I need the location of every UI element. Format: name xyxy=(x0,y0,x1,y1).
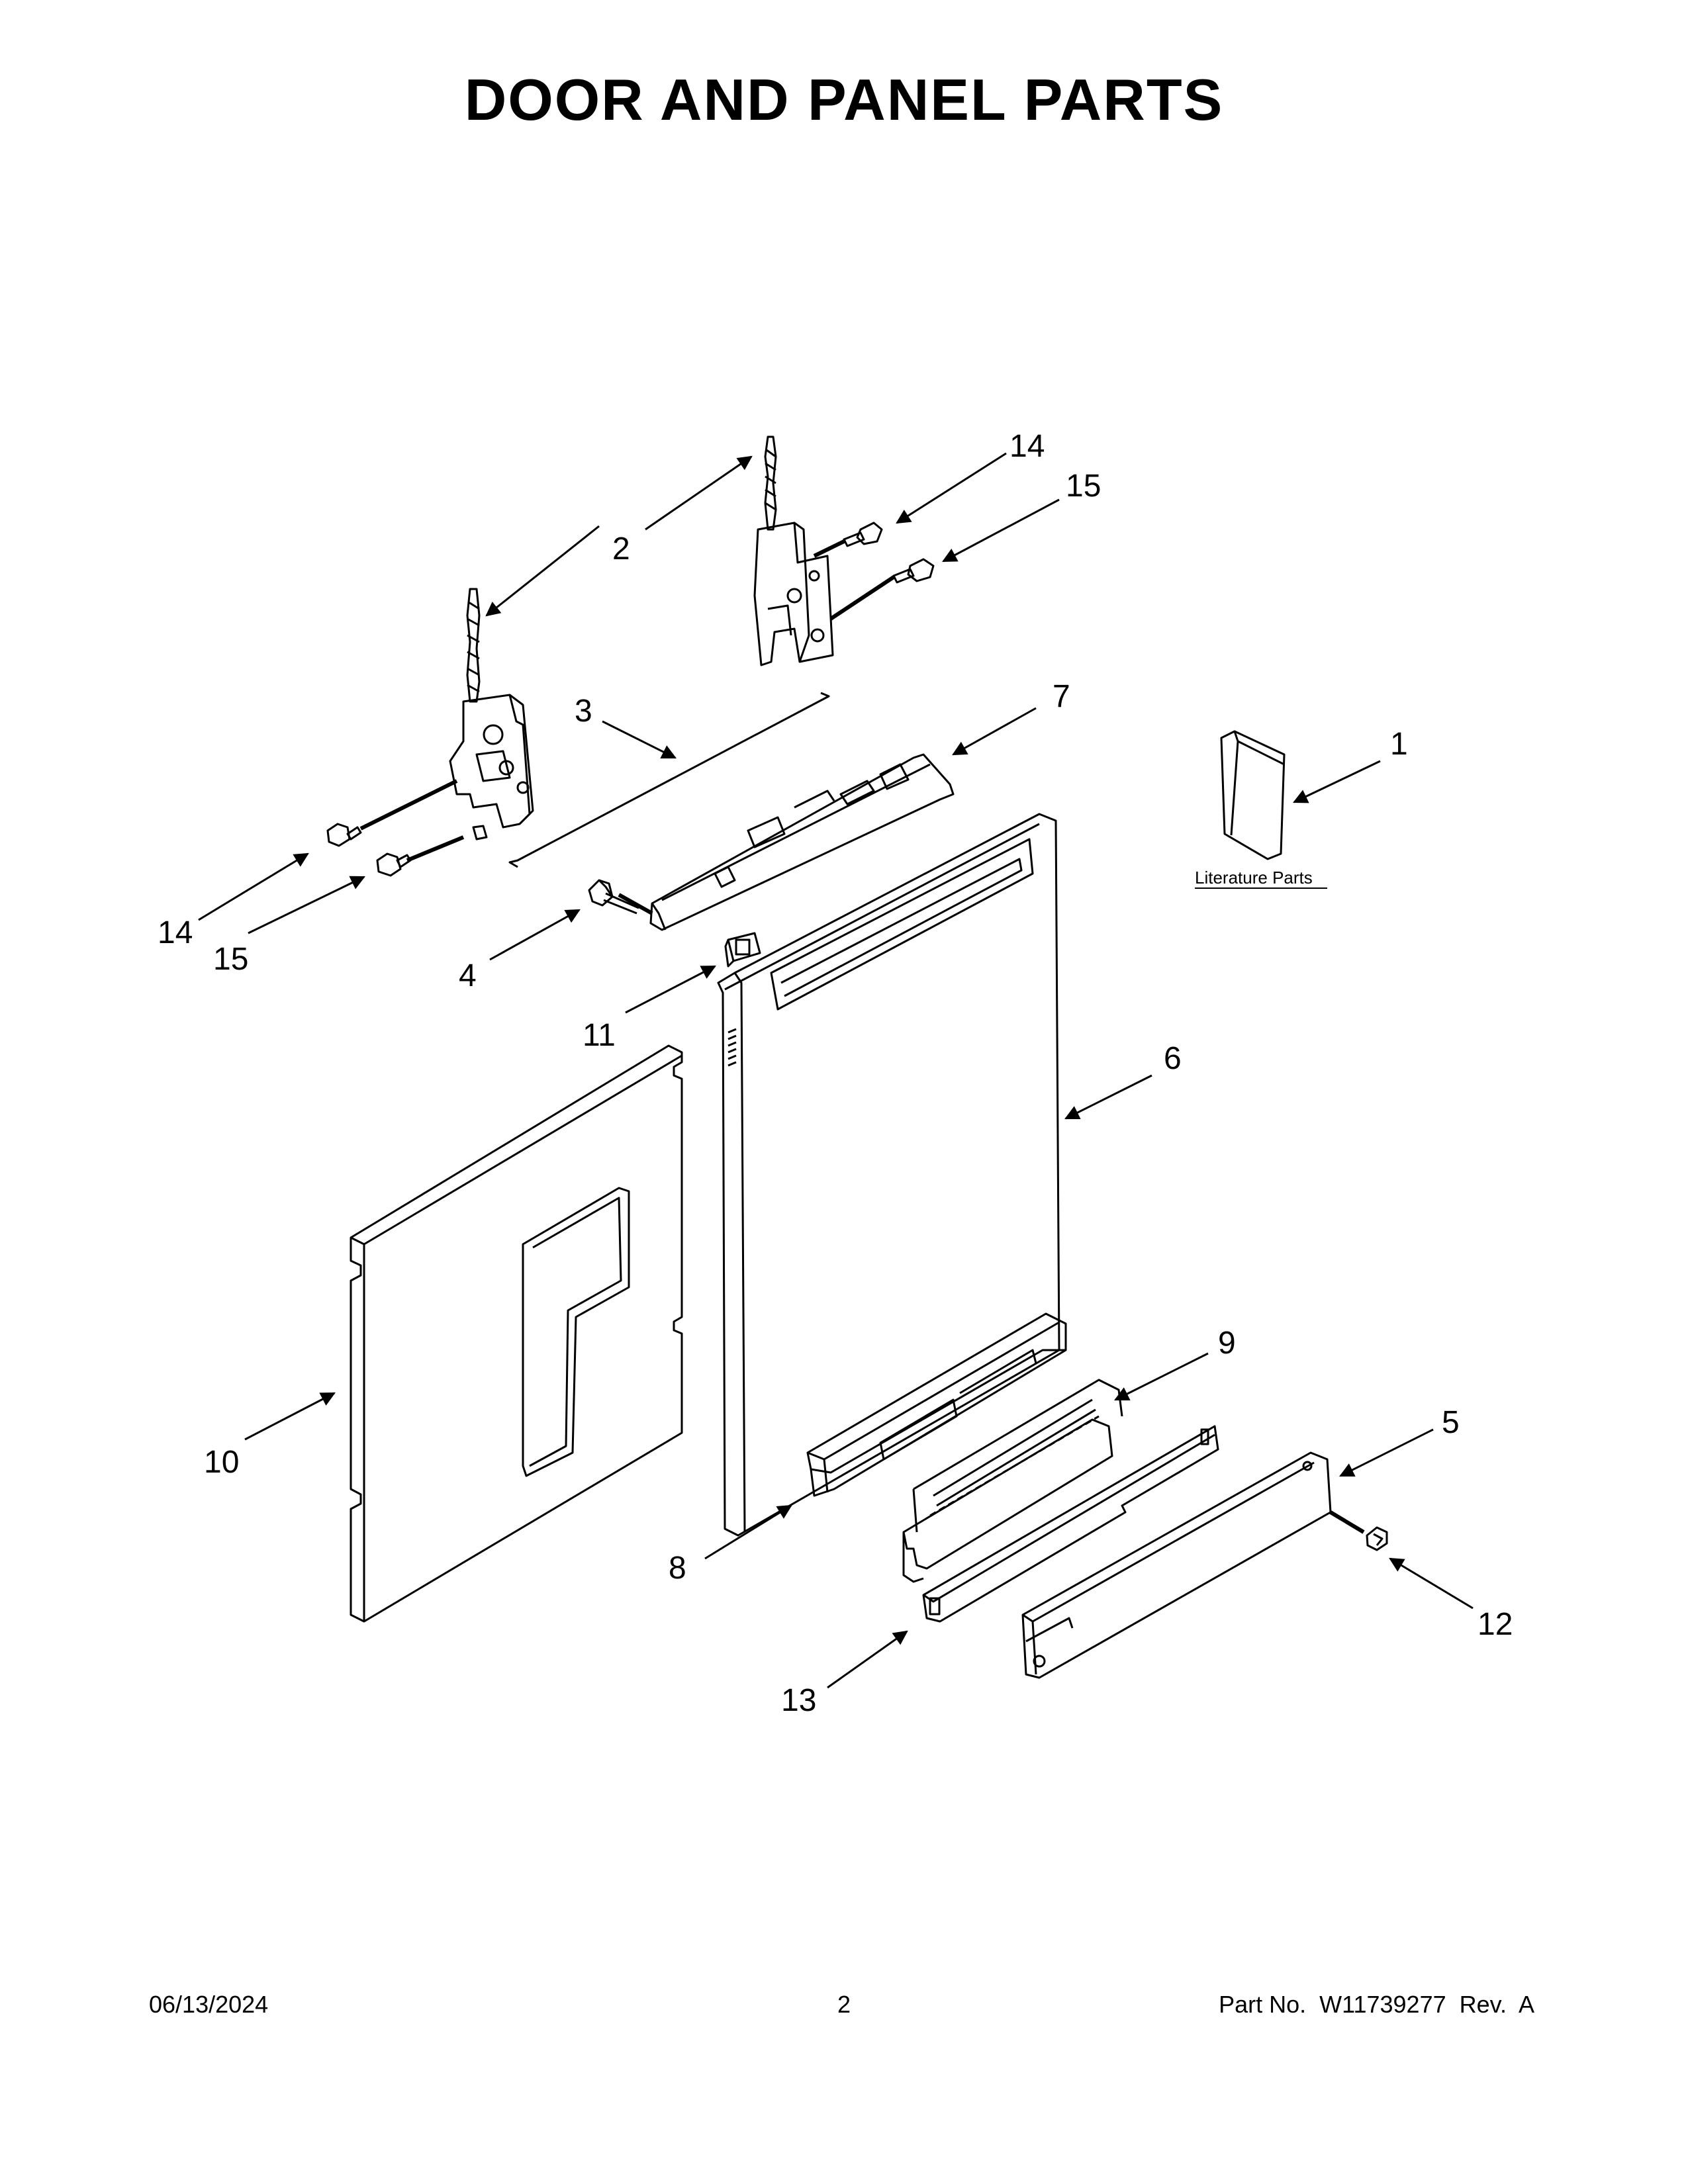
shaft-line-4 xyxy=(618,893,653,915)
callout-10: 10 xyxy=(204,1445,239,1480)
screw-14-left-part xyxy=(326,823,362,847)
bracket-13-part xyxy=(922,1425,1219,1623)
callout-3: 3 xyxy=(575,694,592,729)
callout-7: 7 xyxy=(1053,679,1070,714)
outer-door-panel-part xyxy=(717,813,1060,1537)
footer-page-number: 2 xyxy=(837,1991,851,2018)
callout-9: 9 xyxy=(1218,1326,1236,1361)
callout-4: 4 xyxy=(459,958,477,993)
leader-4 xyxy=(489,909,581,961)
leader-5 xyxy=(1339,1428,1434,1477)
callout-2: 2 xyxy=(612,531,630,567)
footer-date: 06/13/2024 xyxy=(149,1991,269,2018)
shaft-line-15-right xyxy=(829,575,895,621)
callout-15-right: 15 xyxy=(1066,469,1101,504)
leader-2-right xyxy=(645,455,753,531)
leader-11 xyxy=(625,965,716,1014)
callout-14-left: 14 xyxy=(158,915,193,950)
page-title: DOOR AND PANEL PARTS xyxy=(464,67,1224,132)
screw-4-part xyxy=(588,879,639,915)
leader-14-left xyxy=(198,852,309,921)
leader-10 xyxy=(244,1392,336,1441)
leader-2-left xyxy=(485,525,600,617)
leader-15-right xyxy=(942,498,1060,563)
insulation-9-part xyxy=(902,1379,1123,1583)
latch-channel-part xyxy=(649,753,955,931)
hinge-left-part xyxy=(449,588,534,841)
callout-1: 1 xyxy=(1390,727,1408,762)
screw-15-right-part xyxy=(892,558,935,584)
shaft-line-12 xyxy=(1329,1510,1365,1534)
wire-rod-part xyxy=(508,692,830,868)
leader-13 xyxy=(827,1630,908,1689)
callout-6: 6 xyxy=(1164,1041,1182,1076)
leader-14-right xyxy=(896,452,1007,524)
callout-14-right: 14 xyxy=(1009,429,1045,464)
callout-11: 11 xyxy=(583,1018,616,1053)
shaft-line-15-left xyxy=(406,835,465,862)
callout-15-left: 15 xyxy=(213,942,248,977)
hinge-right-part xyxy=(753,435,834,666)
screw-12-part xyxy=(1366,1526,1388,1551)
callout-13: 13 xyxy=(781,1683,816,1718)
switch-part xyxy=(724,932,761,968)
leader-12 xyxy=(1389,1557,1474,1610)
screw-15-left-part xyxy=(376,852,412,877)
callout-12: 12 xyxy=(1477,1607,1513,1642)
footer-part-number: Part No. W11739277 Rev. A xyxy=(1219,1991,1534,2018)
leader-8 xyxy=(704,1504,792,1560)
leader-1 xyxy=(1293,760,1381,803)
toe-panel-part xyxy=(1021,1451,1332,1679)
leader-7 xyxy=(952,707,1037,756)
leader-6 xyxy=(1064,1074,1152,1120)
inner-door-panel-part xyxy=(350,1044,683,1623)
leader-9 xyxy=(1114,1352,1209,1401)
screw-14-right-part xyxy=(843,522,883,547)
callout-8: 8 xyxy=(669,1551,686,1586)
leader-15-left xyxy=(248,876,365,934)
callout-5: 5 xyxy=(1442,1405,1460,1440)
literature-box xyxy=(1220,730,1286,860)
shaft-line-14-left xyxy=(359,779,458,831)
insulation-8-part xyxy=(806,1312,1067,1497)
literature-parts-label: Literature Parts xyxy=(1195,868,1313,887)
shaft-line-14-right xyxy=(813,539,845,558)
leader-3 xyxy=(602,720,677,759)
